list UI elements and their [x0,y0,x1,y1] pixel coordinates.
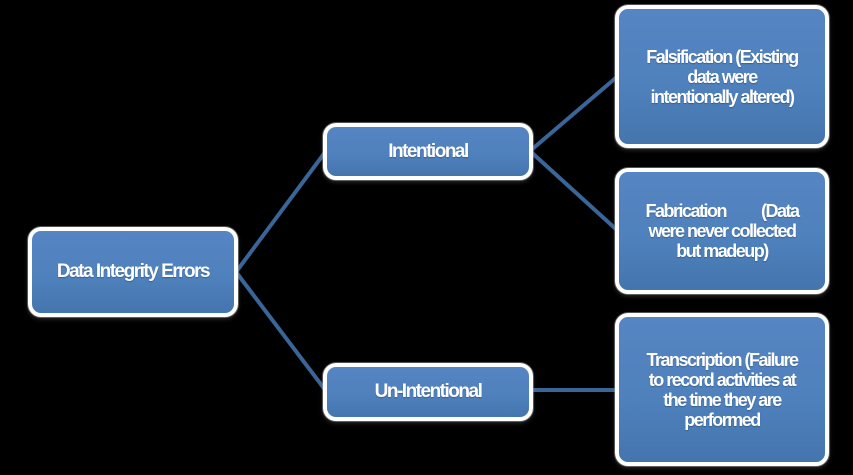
node-falsification: Falsification (Existing data were intent… [615,5,829,148]
node-label-line: were never collected [648,221,797,241]
node-label: Un-Intentional [374,381,483,402]
node-label-line: to record activities at [648,369,797,390]
node-fabrication: Fabrication (Data were never collected b… [615,168,829,294]
node-label-line: performed [684,409,761,430]
connector-root-to-unintentional [234,270,328,393]
node-label-line: Falsification (Existing [646,46,799,67]
node-data-integrity-errors: Data Integrity Errors [28,227,238,317]
node-label-line: Transcription (Failure [646,349,799,370]
node-label-line: data were [687,66,758,87]
connector-intentional-to-falsification [528,74,620,153]
node-label-line: but madeup) [676,241,769,261]
connector-root-to-intentional [234,149,328,274]
node-intentional: Intentional [323,123,533,180]
node-label: Data Integrity Errors [56,261,211,282]
node-transcription: Transcription (Failure to record activit… [615,313,829,466]
node-label-line: the time they are [663,389,782,410]
node-label-line: Fabrication (Data [645,201,800,221]
node-un-intentional: Un-Intentional [323,363,533,421]
connector-intentional-to-fabrication [528,149,620,233]
node-label-line: intentionally altered) [650,86,795,107]
node-label: Intentional [388,140,469,162]
